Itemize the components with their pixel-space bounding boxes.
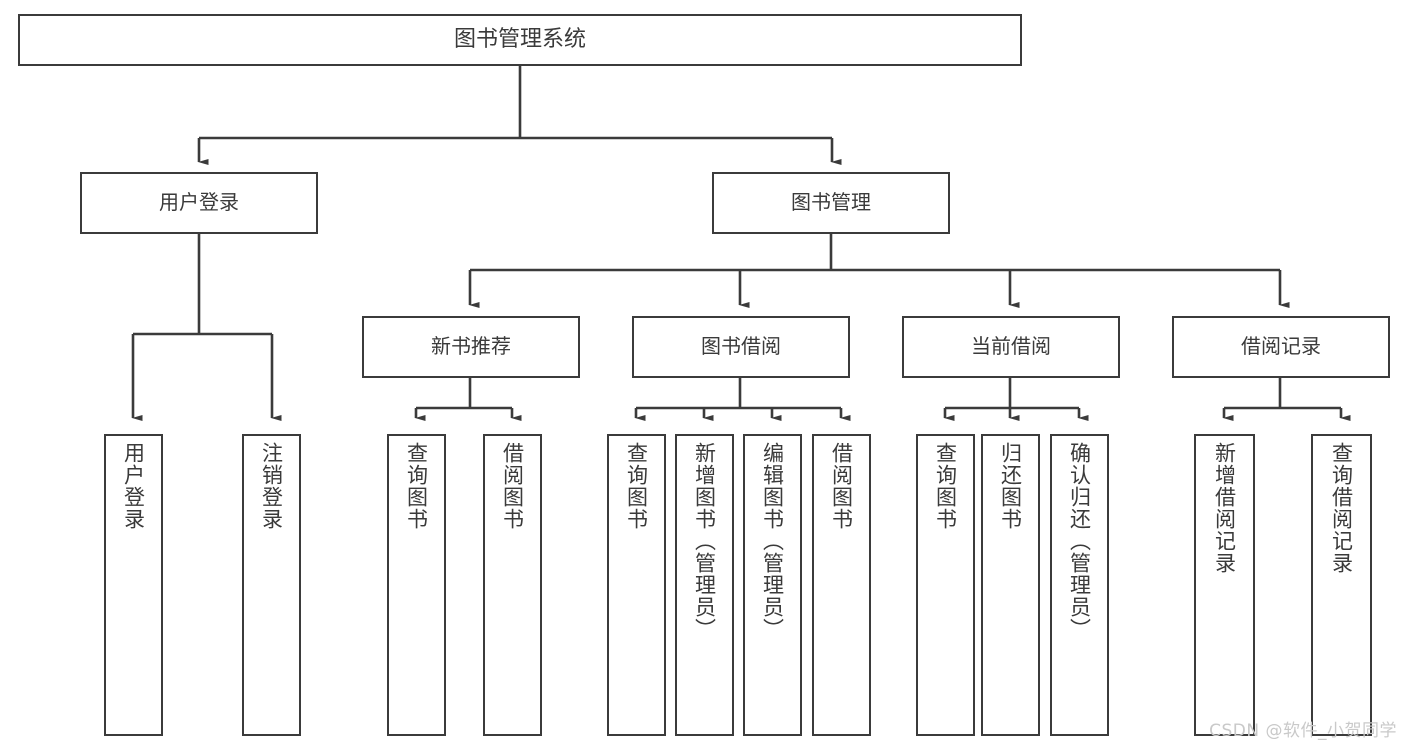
node-book-management-label: 图书管理 xyxy=(791,190,871,215)
node-book-management[interactable]: 图书管理 xyxy=(712,172,950,234)
leaf-book-borrow-borrow[interactable]: 借阅图书 xyxy=(812,434,871,736)
node-new-book-recommend[interactable]: 新书推荐 xyxy=(362,316,580,378)
leaf-current-borrow-confirm-label: 确认归还（管理员） xyxy=(1067,442,1092,640)
leaf-book-borrow-edit[interactable]: 编辑图书（管理员） xyxy=(743,434,802,736)
leaf-borrow-record-query[interactable]: 查询借阅记录 xyxy=(1311,434,1372,736)
node-root[interactable]: 图书管理系统 xyxy=(18,14,1022,66)
leaf-book-borrow-edit-label: 编辑图书（管理员） xyxy=(760,442,785,640)
leaf-current-borrow-query[interactable]: 查询图书 xyxy=(916,434,975,736)
leaf-borrow-record-add[interactable]: 新增借阅记录 xyxy=(1194,434,1255,736)
watermark-text: CSDN @软件_小贺同学 xyxy=(1209,721,1397,741)
leaf-book-borrow-query[interactable]: 查询图书 xyxy=(607,434,666,736)
node-root-label: 图书管理系统 xyxy=(453,27,586,53)
leaf-current-borrow-return-label: 归还图书 xyxy=(998,442,1023,530)
node-user-login[interactable]: 用户登录 xyxy=(80,172,318,234)
leaf-current-borrow-confirm[interactable]: 确认归还（管理员） xyxy=(1050,434,1109,736)
leaf-book-borrow-add-label: 新增图书（管理员） xyxy=(692,442,717,640)
leaf-book-borrow-add[interactable]: 新增图书（管理员） xyxy=(675,434,734,736)
leaf-new-book-query-label: 查询图书 xyxy=(404,442,429,530)
leaf-current-borrow-query-label: 查询图书 xyxy=(933,442,958,530)
node-new-book-recommend-label: 新书推荐 xyxy=(431,334,511,359)
leaf-user-login-logout-label: 注销登录 xyxy=(259,442,284,530)
node-current-borrow-label: 当前借阅 xyxy=(971,334,1051,359)
leaf-book-borrow-query-label: 查询图书 xyxy=(624,442,649,530)
leaf-book-borrow-borrow-label: 借阅图书 xyxy=(829,442,854,530)
leaf-borrow-record-query-label: 查询借阅记录 xyxy=(1329,442,1354,574)
node-user-login-label: 用户登录 xyxy=(159,190,239,215)
node-current-borrow[interactable]: 当前借阅 xyxy=(902,316,1120,378)
leaf-user-login-logout[interactable]: 注销登录 xyxy=(242,434,301,736)
leaf-new-book-borrow-label: 借阅图书 xyxy=(500,442,525,530)
leaf-new-book-query[interactable]: 查询图书 xyxy=(387,434,446,736)
node-borrow-record-label: 借阅记录 xyxy=(1241,334,1321,359)
leaf-borrow-record-add-label: 新增借阅记录 xyxy=(1212,442,1237,574)
node-book-borrow-label: 图书借阅 xyxy=(701,334,781,359)
leaf-new-book-borrow[interactable]: 借阅图书 xyxy=(483,434,542,736)
leaf-user-login-login-label: 用户登录 xyxy=(121,442,146,530)
leaf-current-borrow-return[interactable]: 归还图书 xyxy=(981,434,1040,736)
node-book-borrow[interactable]: 图书借阅 xyxy=(632,316,850,378)
node-borrow-record[interactable]: 借阅记录 xyxy=(1172,316,1390,378)
leaf-user-login-login[interactable]: 用户登录 xyxy=(104,434,163,736)
